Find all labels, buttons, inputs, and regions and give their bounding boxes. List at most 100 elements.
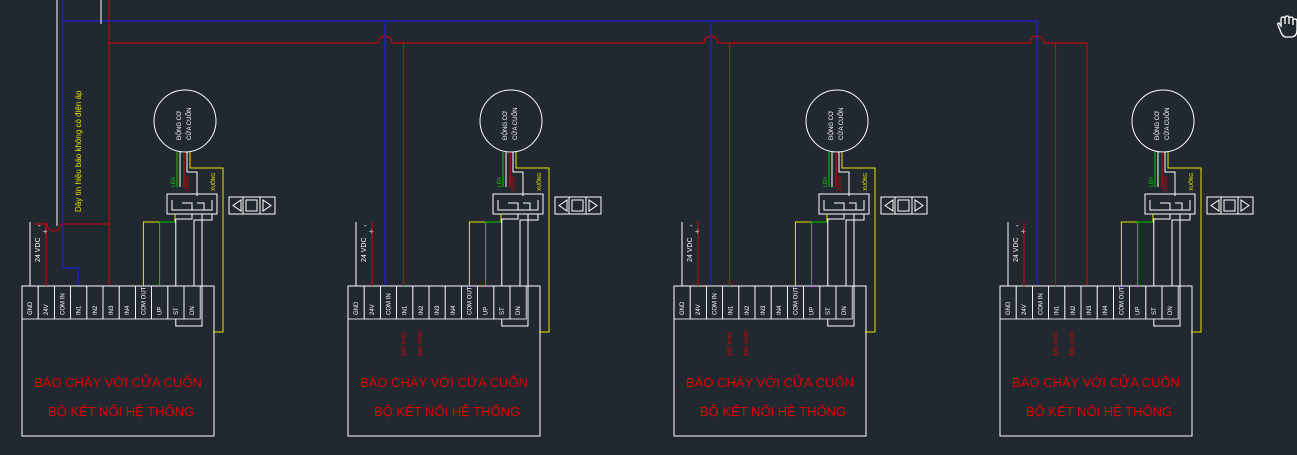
terminal-label: COM OUT	[1119, 286, 1125, 315]
blue-bus-wire	[63, 20, 386, 285]
terminal-label: IN3	[435, 305, 441, 315]
switch-label-up: LÊN	[1147, 177, 1155, 187]
stop-wire	[175, 214, 193, 286]
in2-note: BÁO CHÁY	[743, 329, 750, 356]
switch-contacts	[849, 202, 857, 210]
switch-contacts	[1160, 202, 1171, 210]
remote-buttons[interactable]	[880, 196, 928, 215]
hand-pan-icon[interactable]	[1277, 15, 1297, 38]
switch-label-up: LÊN	[169, 177, 177, 187]
blue-trunk-wire	[62, 0, 79, 285]
stop-wire	[827, 214, 845, 286]
motor-label-line2: CỬA CUỐN	[186, 108, 193, 140]
terminal-label: COM IN	[386, 293, 392, 315]
terminal-label: GND	[1006, 301, 1012, 315]
motor-yellow-wire	[189, 152, 224, 333]
switch-label-stop: DỪNG	[184, 176, 191, 191]
terminal-label: COM OUT	[467, 286, 473, 315]
red-bus-wire	[109, 35, 1088, 285]
motor-label-line2: CỬA CUỐN	[512, 108, 519, 140]
terminal-label: DN	[1168, 306, 1174, 315]
supply-label: 24 VDC	[35, 237, 42, 262]
in1-note: BÁO KHÓI	[401, 332, 408, 356]
down-wire	[1171, 214, 1191, 286]
blue-bus-wire	[385, 20, 712, 285]
terminal-label: IN2	[419, 305, 425, 315]
stop-return-wire	[827, 214, 855, 327]
controller-subtitle: BỘ KẾT NỐI HỆ THỐNG	[700, 404, 846, 419]
motor-circle	[805, 89, 869, 153]
remote-buttons[interactable]	[1206, 196, 1254, 215]
terminal-label: UP	[484, 307, 490, 315]
stop-return-wire	[175, 214, 203, 327]
terminal-label: DN	[842, 306, 848, 315]
motor-white-wire-2	[838, 152, 850, 196]
terminal-label: ST	[826, 307, 832, 315]
terminal-label: IN3	[1087, 305, 1093, 315]
terminal-label: ST	[1152, 307, 1158, 315]
left-arrow-icon	[558, 199, 568, 212]
right-arrow-icon	[262, 199, 272, 212]
stop-square-icon	[245, 199, 258, 212]
down-wire	[519, 214, 539, 286]
stop-square-icon	[897, 199, 910, 212]
terminal-label: IN4	[451, 305, 457, 315]
motor-label-line1: ĐỘNG CƠ	[1154, 111, 1161, 140]
remote-buttons[interactable]	[228, 196, 276, 215]
up-wire	[811, 221, 827, 286]
right-arrow-icon	[914, 199, 924, 212]
supply-minus-sign: -	[38, 221, 41, 230]
terminal-label: IN1	[729, 305, 735, 315]
switch-label-down: XUỐNG	[1188, 173, 1195, 191]
up-wire	[159, 221, 175, 286]
controller-subtitle: BỘ KẾT NỐI HỆ THỐNG	[48, 404, 194, 419]
stop-wire	[1153, 214, 1171, 286]
stop-square-icon	[1223, 199, 1236, 212]
motor-yellow-wire	[841, 152, 876, 333]
terminal-label: GND	[354, 301, 360, 315]
terminal-label: IN1	[77, 305, 83, 315]
switch-contacts	[523, 202, 531, 210]
in1-note: BÁO KHÓI	[727, 332, 734, 356]
red-signal-wire	[46, 223, 109, 232]
switch-contacts	[834, 202, 845, 210]
controller-title: BÁO CHÁY VỚI CỬA CUỐN	[34, 375, 202, 390]
switch-label-down: XUỐNG	[862, 173, 869, 191]
stop-return-wire	[501, 214, 529, 327]
motor-label-line1: ĐỘNG CƠ	[176, 111, 183, 140]
motor-white-wire-2	[1164, 152, 1176, 196]
terminal-label: IN2	[1071, 305, 1077, 315]
switch-label-up: LÊN	[821, 177, 829, 187]
switch-contacts	[197, 202, 205, 210]
terminal-label: COM IN	[712, 293, 718, 315]
controller-title: BÁO CHÁY VỚI CỬA CUỐN	[686, 375, 854, 390]
in2-note: BÁO CHÁY	[1069, 329, 1076, 356]
switch-contacts	[1175, 202, 1183, 210]
terminal-label: IN4	[125, 305, 131, 315]
switch-label-down: XUỐNG	[210, 173, 217, 191]
terminal-label: GND	[28, 301, 34, 315]
down-wire	[193, 214, 213, 286]
in2-note: BÁO CHÁY	[417, 329, 424, 356]
stop-square-icon	[571, 199, 584, 212]
motor-circle	[1131, 89, 1195, 153]
bus-wires	[35, 0, 1088, 285]
terminal-label: ST	[174, 307, 180, 315]
left-arrow-icon	[1210, 199, 1220, 212]
terminal-label: IN4	[1103, 305, 1109, 315]
terminal-cell	[1161, 285, 1179, 320]
remote-buttons[interactable]	[554, 196, 602, 215]
blue-bus-wire	[711, 20, 1038, 285]
motor-label-line2: CỬA CUỐN	[838, 108, 845, 140]
supply-label: 24 VDC	[361, 237, 368, 262]
terminal-label: IN3	[761, 305, 767, 315]
up-wire	[485, 221, 501, 286]
right-arrow-icon	[1240, 199, 1250, 212]
terminal-label: COM OUT	[793, 286, 799, 315]
motor-yellow-wire	[515, 152, 550, 333]
supply-minus-sign: -	[1016, 221, 1019, 230]
remote-button-frame	[1206, 196, 1254, 215]
controller-title: BÁO CHÁY VỚI CỬA CUỐN	[360, 375, 528, 390]
